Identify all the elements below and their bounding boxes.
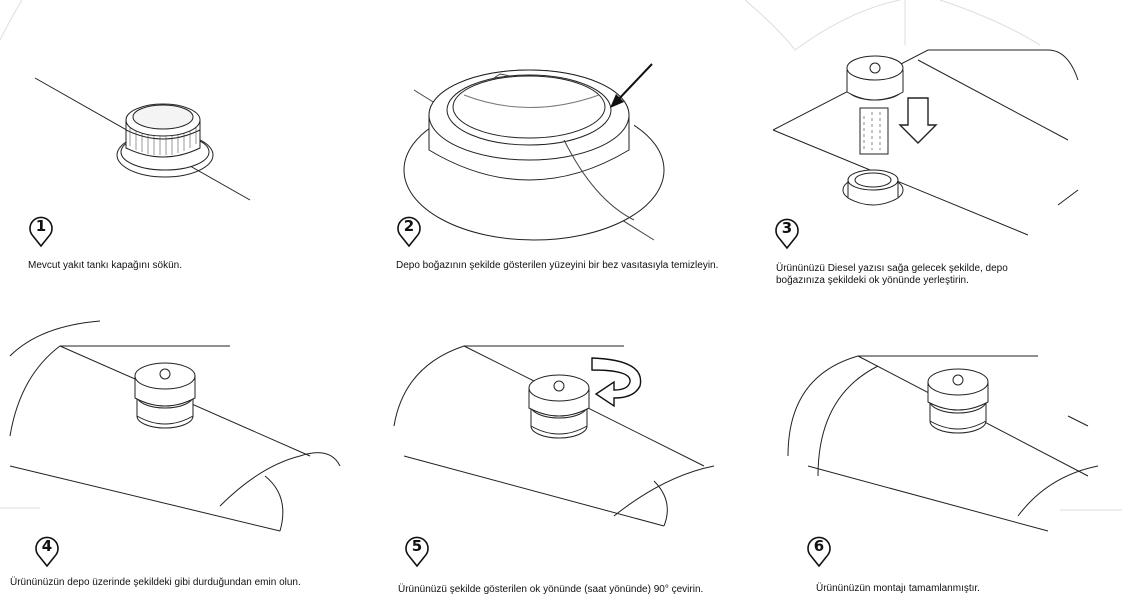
step-2-number-badge: 2	[396, 214, 422, 248]
step-2: 2 Depo boğazının şekilde gösterilen yüze…	[374, 0, 748, 300]
step-3-number-badge: 3	[774, 216, 800, 250]
step-5-number: 5	[411, 537, 423, 555]
cap-placed-illustration	[0, 316, 360, 536]
step-1-number: 1	[35, 217, 47, 235]
fuel-cap-removal-illustration	[30, 70, 260, 210]
step-6-caption: Ürününüzün montajı tamamlanmıştır.	[816, 583, 980, 594]
cap-rotation-illustration	[374, 316, 748, 536]
step-6-number: 6	[813, 537, 825, 555]
rotate-clockwise-icon	[586, 350, 656, 410]
step-4-number: 4	[41, 537, 53, 555]
step-5-caption: Ürününüzü şekilde gösterilen ok yönünde …	[398, 584, 704, 595]
step-3-caption: Ürününüzü Diesel yazısı sağa gelecek şek…	[776, 263, 1008, 286]
step-4: 4 Ürününüzün depo üzerinde şekildeki gib…	[0, 306, 374, 613]
installation-complete-illustration	[748, 316, 1122, 536]
step-1-caption: Mevcut yakıt tankı kapağını sökün.	[28, 260, 182, 271]
arrow-pointer-icon	[610, 62, 656, 108]
step-6: 6 Ürününüzün montajı tamamlanmıştır.	[748, 306, 1122, 613]
step-3-number: 3	[781, 219, 793, 237]
step-3: 3 Ürününüzü Diesel yazısı sağa gelecek ş…	[748, 0, 1122, 300]
tank-neck-cleaning-illustration	[394, 60, 684, 250]
step-4-number-badge: 4	[34, 534, 60, 568]
step-6-number-badge: 6	[806, 534, 832, 568]
cap-insertion-illustration	[768, 40, 1088, 250]
step-1: 1 Mevcut yakıt tankı kapağını sökün.	[0, 0, 374, 300]
step-1-number-badge: 1	[28, 214, 54, 248]
step-5: 5 Ürününüzü şekilde gösterilen ok yönünd…	[374, 306, 748, 613]
step-2-number: 2	[403, 217, 415, 235]
step-2-caption: Depo boğazının şekilde gösterilen yüzeyi…	[396, 260, 719, 271]
step-4-caption: Ürününüzün depo üzerinde şekildeki gibi …	[10, 577, 301, 588]
step-5-number-badge: 5	[404, 534, 430, 568]
